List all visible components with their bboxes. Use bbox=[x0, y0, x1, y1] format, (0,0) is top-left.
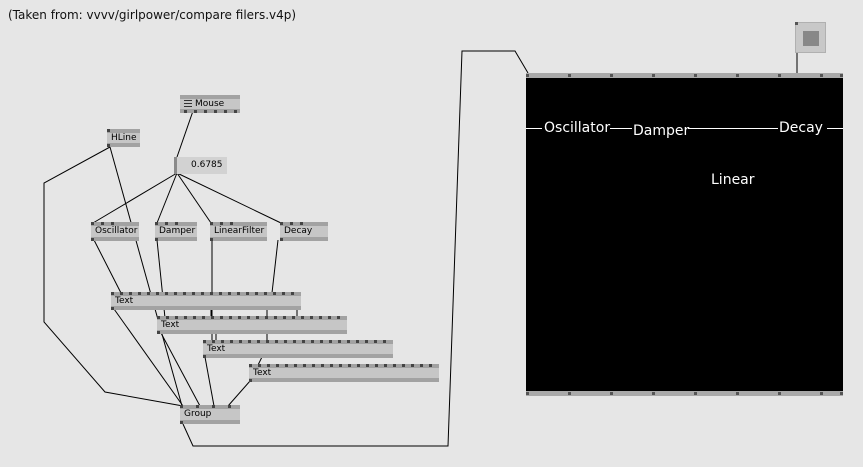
renderer-hline-1 bbox=[526, 128, 542, 129]
oscillator-node-label: Oscillator bbox=[95, 226, 138, 236]
wire-value-to-damper bbox=[156, 172, 178, 224]
renderer-label-decay: Decay bbox=[779, 120, 823, 136]
group-node-label: Group bbox=[184, 409, 212, 419]
source-caption: (Taken from: vvvv/girlpower/compare file… bbox=[8, 8, 297, 22]
wire-group-to-hline bbox=[109, 146, 183, 407]
wire-text1-to-group bbox=[113, 308, 184, 407]
renderer-hline-2 bbox=[610, 128, 632, 129]
wire-value-to-oscillator bbox=[92, 172, 178, 224]
hline-node-label: HLine bbox=[111, 133, 137, 143]
wire-text4-to-group bbox=[227, 380, 251, 407]
wire-value-to-linearfilter bbox=[176, 172, 212, 224]
decay-node[interactable]: Decay bbox=[280, 222, 328, 241]
text-node-4[interactable]: Text bbox=[249, 364, 439, 382]
renderer-hline-4 bbox=[827, 128, 843, 129]
renderer-window[interactable]: Oscillator Damper Decay Linear bbox=[526, 73, 843, 396]
text-node-3[interactable]: Text bbox=[203, 340, 393, 358]
group-node[interactable]: Group bbox=[180, 405, 240, 424]
text-node-1[interactable]: Text bbox=[111, 292, 301, 310]
text-node-label: Text bbox=[115, 296, 134, 306]
wire-text-v5 bbox=[257, 356, 263, 366]
text-node-label: Text bbox=[253, 368, 272, 378]
renderer-label-linear: Linear bbox=[711, 172, 755, 188]
mouse-icon bbox=[184, 100, 192, 107]
wire-mouse-to-value bbox=[176, 110, 194, 158]
oscillator-node[interactable]: Oscillator bbox=[91, 222, 139, 241]
hline-node[interactable]: HLine bbox=[107, 129, 140, 147]
text-node-2[interactable]: Text bbox=[157, 316, 347, 334]
wire-hline-to-group bbox=[43, 146, 184, 407]
toggle-square-icon bbox=[803, 31, 819, 46]
renderer-label-oscillator: Oscillator bbox=[544, 120, 611, 136]
damper-node[interactable]: Damper bbox=[155, 222, 197, 241]
linearfilter-node-label: LinearFilter bbox=[214, 226, 265, 236]
renderer-screen: Oscillator Damper Decay Linear bbox=[526, 78, 843, 391]
value-iobox-text: 0.6785 bbox=[191, 160, 223, 170]
wire-text2-to-group bbox=[160, 332, 201, 407]
value-iobox[interactable]: 0.6785 bbox=[174, 157, 227, 174]
text-node-label: Text bbox=[207, 344, 226, 354]
damper-node-label: Damper bbox=[159, 226, 196, 236]
wire-oscillator-to-text bbox=[93, 239, 122, 294]
wire-group-to-renderer bbox=[182, 50, 529, 447]
decay-node-label: Decay bbox=[284, 226, 313, 236]
text-node-label: Text bbox=[161, 320, 180, 330]
wire-decay-to-text bbox=[271, 239, 279, 294]
renderer-hline-3 bbox=[688, 128, 778, 129]
toggle-button[interactable] bbox=[795, 22, 826, 53]
renderer-label-damper: Damper bbox=[633, 123, 690, 139]
mouse-node-label: Mouse bbox=[195, 99, 225, 109]
linearfilter-node[interactable]: LinearFilter bbox=[210, 222, 267, 241]
mouse-node[interactable]: Mouse bbox=[180, 95, 240, 113]
wire-value-to-decay bbox=[176, 172, 282, 224]
wire-text3-to-group bbox=[204, 356, 215, 407]
